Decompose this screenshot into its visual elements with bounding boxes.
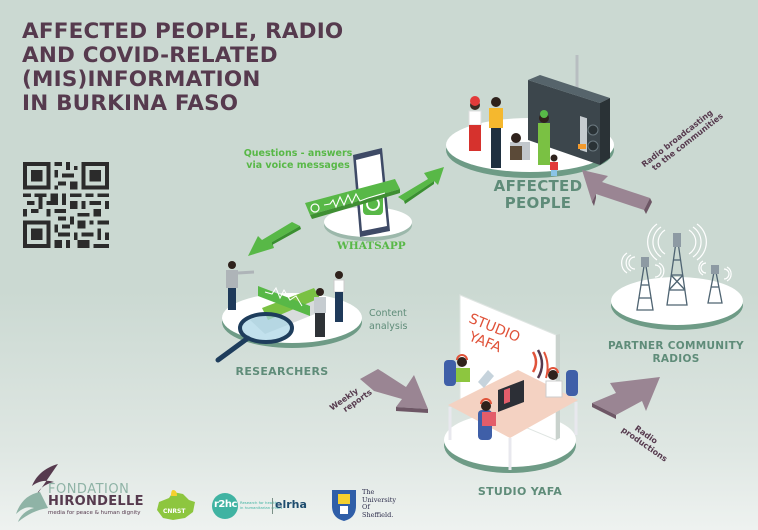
fondation-text: FONDATION [48,482,130,497]
elrha-text: elrha [275,498,307,511]
arrow-studio-to-radios [592,377,660,419]
laptop-icon [478,370,494,388]
burkina-map-icon [157,490,195,520]
researchers-caption-line-1: Content [369,308,407,319]
university-of-sheffield-logo[interactable]: The University Of Sheffield. [330,488,410,528]
researcher-figures-icon [226,261,345,337]
sheffield-line-1: The [362,488,375,496]
whatsapp-label: WHATSAPP [337,240,406,252]
whatsapp-node [300,145,412,245]
affected-people-illustration [446,55,614,178]
researchers-caption-line-2: analysis [369,321,408,332]
r2hc-tagline-line-2: in humanitarian crises [240,505,283,510]
voice-message-icon [305,179,400,219]
title-line-3: (MIS)INFORMATION [22,67,261,92]
radio-broadcasting-line-1: Radio broadcasting [640,108,715,170]
sheffield-line-3: Of [362,503,370,511]
r2hc-elrha-logo[interactable]: r2hc Research for health in humanitarian… [212,493,312,521]
researchers-label: RESEARCHERS [235,365,329,378]
radio-broadcasting-label: Radio broadcasting to the communities [640,104,725,176]
partner-radios-label-line-2: RADIOS [652,353,700,365]
studio-yafa-logo-icon [531,349,549,379]
cnrst-text: CNRST [163,508,186,515]
signal-waves-icon [621,223,732,282]
arrow-whatsapp-to-researchers [248,222,301,256]
affected-people-label-line-1: AFFECTED [493,177,583,195]
magnifying-glass-icon [215,312,294,363]
fondation-hirondelle-logo[interactable]: FONDATION HIRONDELLE media for peace & h… [14,462,144,524]
radio-hosts-icon [444,354,578,440]
qr-code[interactable] [22,162,110,248]
partner-radios-illustration [611,223,743,330]
whatsapp-caption: Questions - answers via voice messages [243,148,353,172]
partner-radios-label: PARTNER COMMUNITY RADIOS [598,340,754,366]
studio-yafa-label: STUDIO YAFA [477,485,563,498]
radio-broadcasting-line-2: to the communities [650,111,725,173]
title-line-4: IN BURKINA FASO [22,91,239,116]
whatsapp-illustration [305,148,412,241]
studio-yafa-node: STUDIO YAFA [438,290,603,480]
fondation-tagline: media for peace & human dignity [48,510,141,516]
arrow-radios-to-people [582,170,652,214]
qr-code-icon [23,162,109,248]
whatsapp-caption-line-2: via voice messages [246,160,350,171]
studio-illustration: STUDIO YAFA [444,294,578,473]
affected-people-node [430,30,630,180]
affected-people-label-line-2: PEOPLE [504,194,572,212]
monitor-icon [498,380,524,412]
radio-tower-icon [636,233,723,311]
cnrst-logo[interactable]: CNRST [155,488,197,524]
logo-divider [272,498,273,514]
r2hc-tagline-line-1: Research for health [240,500,278,505]
whatsapp-caption-line-1: Questions - answers [243,148,353,159]
people-group-icon [468,96,558,176]
researchers-node [210,250,370,370]
sheffield-crest-icon [332,490,356,521]
swallow-icon [16,464,58,522]
researchers-caption: Content analysis [369,307,407,333]
partner-radios-node [595,205,755,335]
arrow-researchers-to-studio [360,369,428,413]
sheffield-line-2: University [362,495,397,504]
arrow-whatsapp-to-people [398,167,444,204]
page-title: AFFECTED PEOPLE, RADIO AND COVID-RELATED… [22,20,343,116]
r2hc-circle-icon [212,493,238,519]
sheffield-text: The University Of Sheffield. [362,488,397,519]
affected-people-label: AFFECTED PEOPLE [478,178,598,212]
researchers-illustration [215,261,362,363]
r2hc-tagline: Research for health in humanitarian cris… [240,500,282,510]
title-line-1: AFFECTED PEOPLE, RADIO [22,19,344,44]
title-line-2: AND COVID-RELATED [22,43,278,68]
r2hc-text: r2hc [214,499,237,510]
sheffield-line-4: Sheffield. [362,510,394,519]
hirondelle-text: HIRONDELLE [48,494,144,509]
partner-radios-label-line-1: PARTNER COMMUNITY [608,340,744,352]
